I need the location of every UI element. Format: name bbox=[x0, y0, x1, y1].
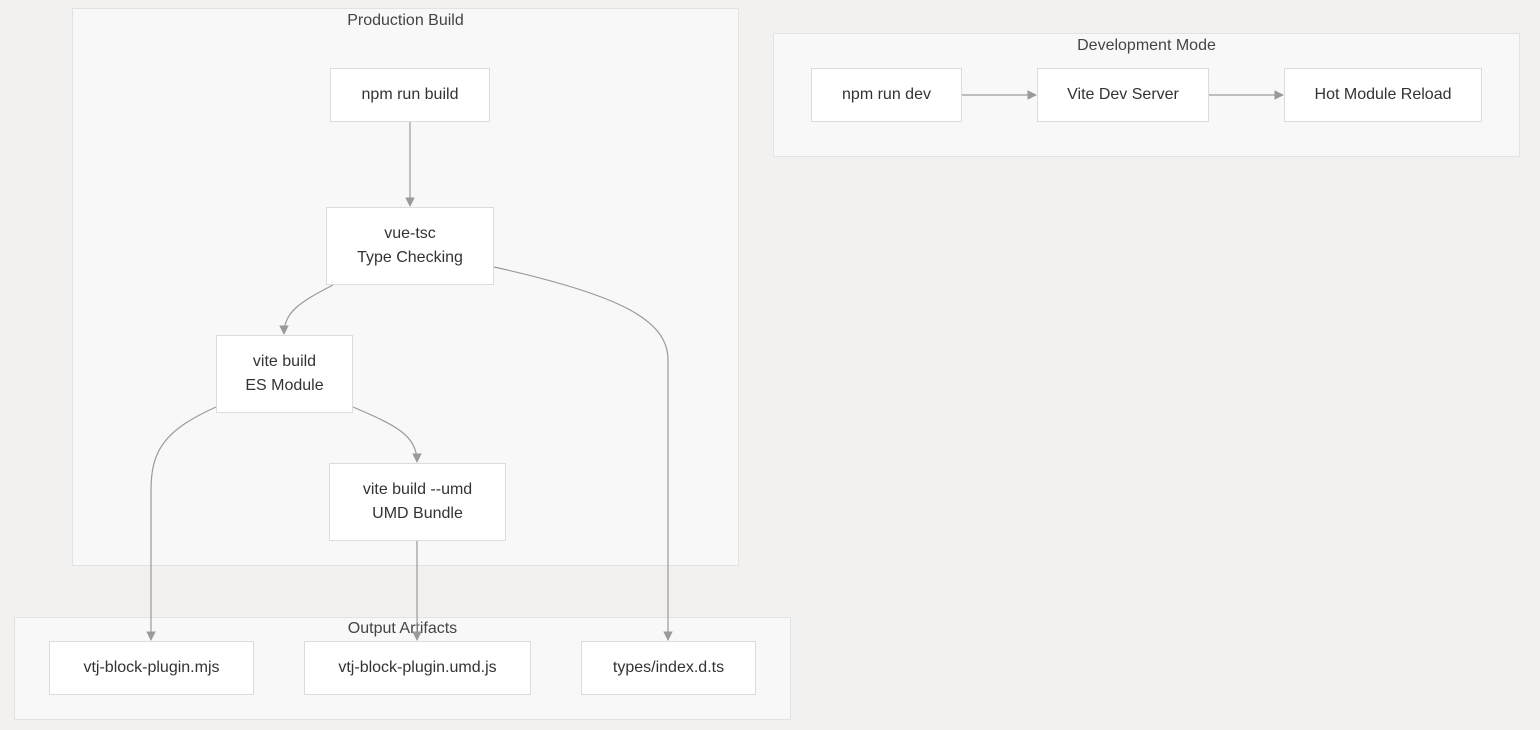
node-vue-tsc[interactable]: vue-tsc Type Checking bbox=[326, 207, 494, 285]
node-vite-build-umd[interactable]: vite build --umd UMD Bundle bbox=[329, 463, 506, 541]
node-vue-tsc-line-2: Type Checking bbox=[357, 249, 463, 266]
node-vite-build-umd-line-2: UMD Bundle bbox=[372, 505, 463, 522]
node-output-mjs-line-1: vtj-block-plugin.mjs bbox=[83, 659, 220, 676]
node-vite-build-es[interactable]: vite build ES Module bbox=[216, 335, 353, 413]
cluster-title-production-build: Production Build bbox=[347, 12, 464, 29]
cluster-title-output-artifacts: Output Artifacts bbox=[347, 620, 458, 637]
node-output-umd-line-1: vtj-block-plugin.umd.js bbox=[338, 659, 497, 676]
node-vite-build-es-line-1: vite build bbox=[252, 353, 317, 370]
node-vue-tsc-line-1: vue-tsc bbox=[384, 225, 436, 242]
node-npm-run-build[interactable]: npm run build bbox=[330, 68, 490, 122]
node-output-types-line-1: types/index.d.ts bbox=[612, 659, 725, 676]
node-vite-build-umd-line-1: vite build --umd bbox=[362, 481, 473, 498]
node-hot-module-reload-line-1: Hot Module Reload bbox=[1314, 86, 1452, 103]
node-vite-dev-server[interactable]: Vite Dev Server bbox=[1037, 68, 1209, 122]
node-vite-dev-server-line-1: Vite Dev Server bbox=[1067, 86, 1179, 103]
node-npm-run-dev[interactable]: npm run dev bbox=[811, 68, 962, 122]
node-output-umd[interactable]: vtj-block-plugin.umd.js bbox=[304, 641, 531, 695]
node-output-types[interactable]: types/index.d.ts bbox=[581, 641, 756, 695]
node-vite-build-es-line-2: ES Module bbox=[245, 377, 324, 394]
node-output-mjs[interactable]: vtj-block-plugin.mjs bbox=[49, 641, 254, 695]
node-hot-module-reload[interactable]: Hot Module Reload bbox=[1284, 68, 1482, 122]
node-npm-run-build-line-1: npm run build bbox=[361, 86, 459, 103]
cluster-title-development-mode: Development Mode bbox=[1077, 37, 1216, 54]
node-npm-run-dev-line-1: npm run dev bbox=[842, 86, 931, 103]
